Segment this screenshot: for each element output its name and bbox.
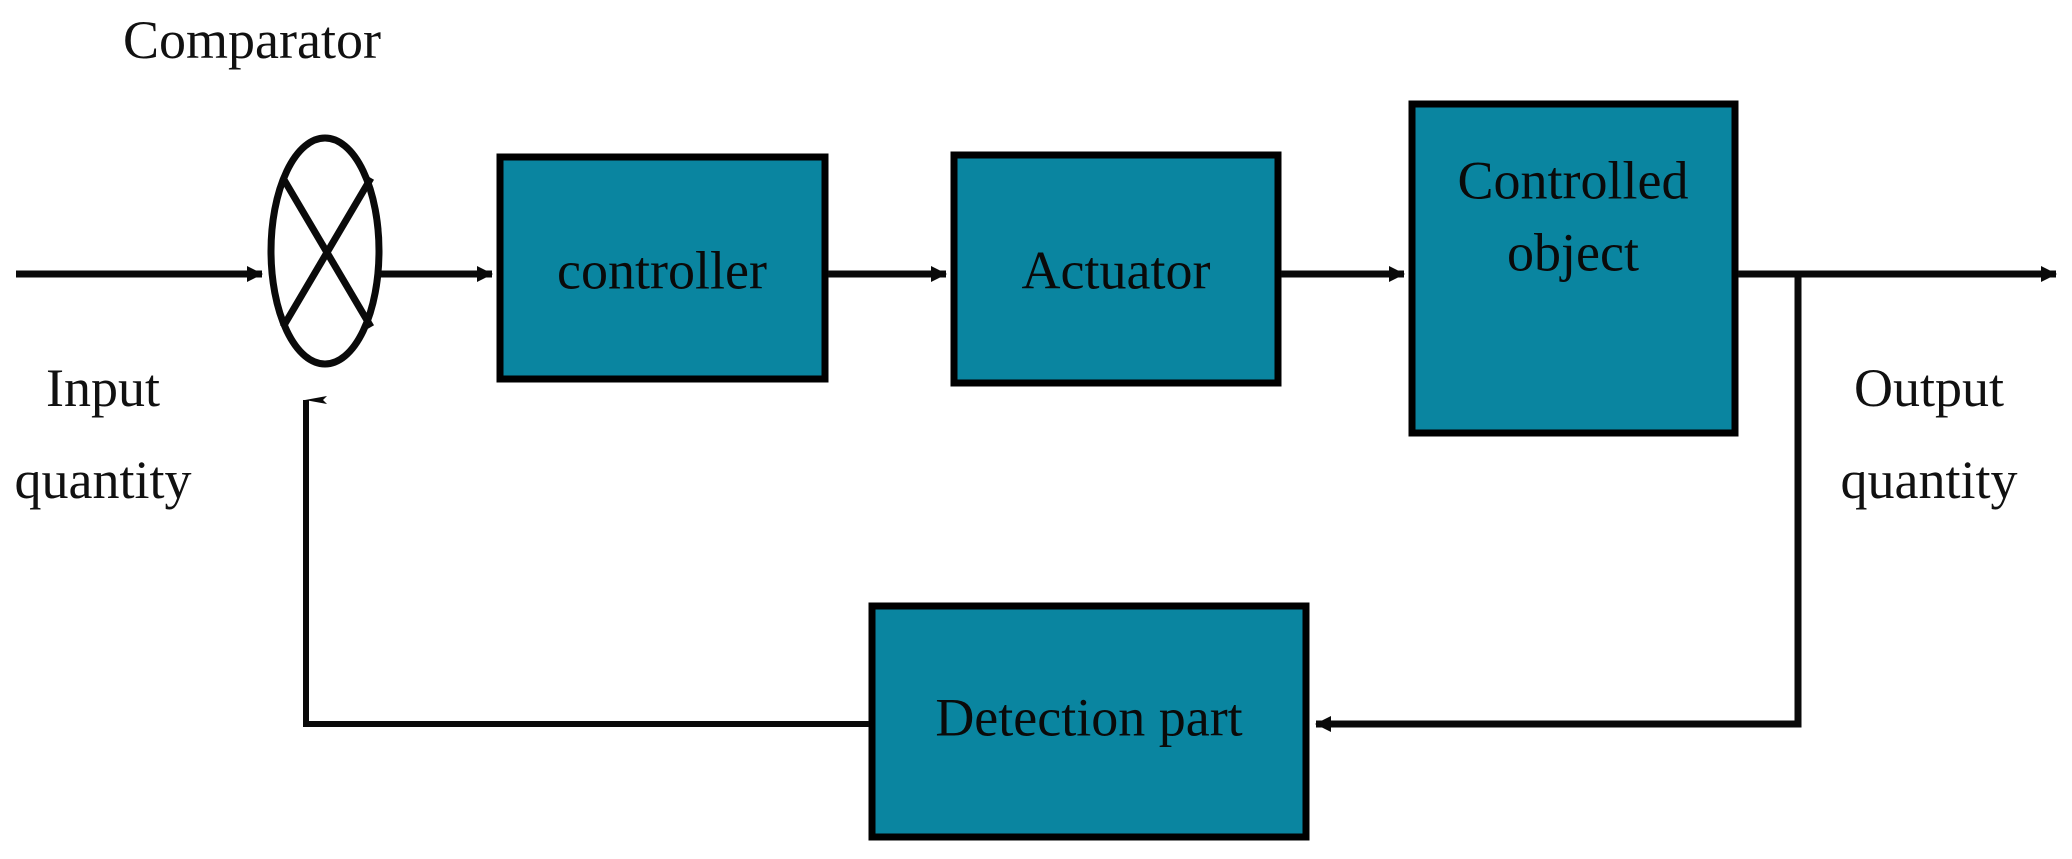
controller-box[interactable] bbox=[496, 153, 829, 383]
controlled-object-box[interactable] bbox=[1408, 100, 1739, 437]
input-label-line2: quantity bbox=[15, 450, 192, 510]
block-controller[interactable]: controller bbox=[496, 153, 829, 383]
controlled-object-label-line1: Controlled bbox=[1458, 150, 1689, 210]
actuator-box[interactable] bbox=[950, 151, 1282, 387]
actuator-label: Actuator bbox=[1022, 240, 1211, 300]
comparator-ellipse bbox=[267, 134, 383, 368]
detection-part-label: Detection part bbox=[935, 687, 1242, 747]
input-quantity-label: Input quantity bbox=[15, 358, 192, 510]
controller-label: controller bbox=[557, 240, 767, 300]
block-actuator[interactable]: Actuator bbox=[950, 151, 1282, 387]
detection-part-box[interactable] bbox=[868, 602, 1310, 841]
controlled-object-label-line2: object bbox=[1507, 222, 1639, 282]
output-quantity-label: Output quantity bbox=[1841, 358, 2018, 510]
comparator-node bbox=[267, 134, 383, 368]
block-detection-part[interactable]: Detection part bbox=[868, 602, 1310, 841]
detection-to-comparator-arrow bbox=[303, 396, 869, 727]
feedback-to-detection-arrow bbox=[1315, 274, 1802, 732]
output-label-line1: Output bbox=[1854, 358, 2004, 418]
block-controlled-object[interactable]: Controlled object bbox=[1408, 100, 1739, 437]
output-label-line2: quantity bbox=[1841, 450, 2018, 510]
comparator-caption: Comparator bbox=[123, 10, 381, 70]
input-label-line1: Input bbox=[46, 358, 160, 418]
comparator-cross-line-2 bbox=[279, 176, 375, 329]
